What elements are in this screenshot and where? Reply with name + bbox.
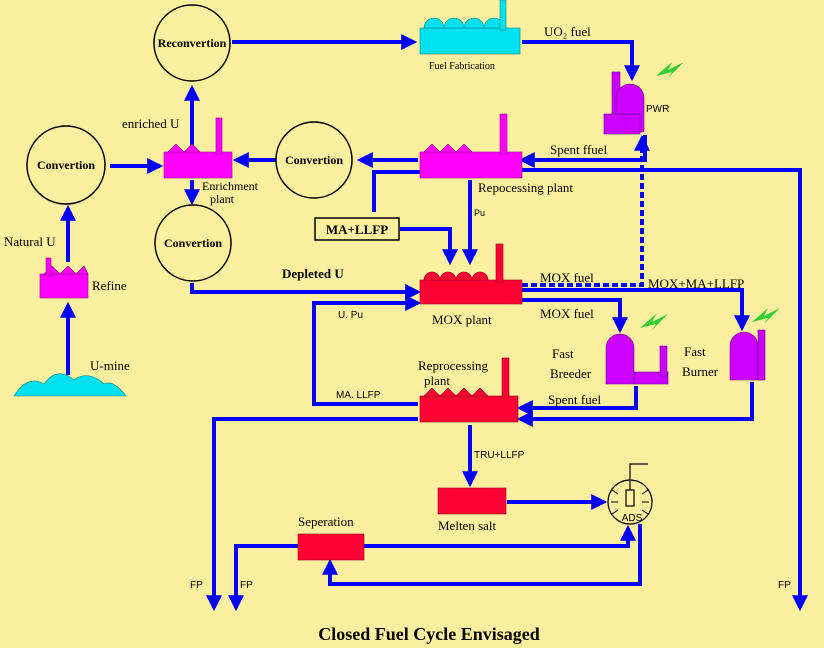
pu-label: Pu: [474, 208, 485, 218]
flow-fp-mid: [228, 544, 298, 612]
fp-label-3: FP: [778, 580, 791, 591]
flow-reprocessing-loop: [372, 170, 420, 212]
reconvertion-node: Reconvertion: [153, 4, 231, 82]
seperation-block: [297, 533, 365, 561]
fast-burner-icon: [729, 308, 780, 381]
convertion-left-label: Convertion: [37, 158, 95, 172]
enrichment-label-line2: plant: [210, 192, 235, 206]
ads-node: ADS: [607, 463, 653, 525]
uo2-fuel-label: UO₂ fuel: [544, 24, 591, 39]
seperation-label: Seperation: [298, 514, 354, 529]
convertion-low-node: Convertion: [154, 204, 232, 282]
melten-salt-block: [437, 487, 507, 515]
flow-fabrication-to-pwr: [522, 40, 640, 82]
refine-label: Refine: [92, 278, 127, 293]
flow-depleted-u: [190, 283, 422, 300]
mox-ma-llfp-label: MOX+MA+LLFP: [648, 276, 744, 291]
enriched-u-label: enriched U: [122, 116, 180, 131]
convertion-low-label: Convertion: [164, 236, 222, 250]
flow-ma-llfp-to-mox: [400, 227, 458, 266]
flow-u-pu: [312, 295, 422, 406]
natural-u-label: Natural U: [4, 234, 56, 249]
fast-burner-label-line2: Burner: [682, 364, 719, 379]
ma-llfp-line-label: MA. LLFP: [336, 390, 381, 401]
reprocessing-low-icon: [419, 357, 519, 423]
depleted-u-label: Depleted U: [282, 266, 344, 281]
pwr-label: PWR: [646, 104, 669, 115]
spent-fuel-low-label: Spent fuel: [548, 392, 601, 407]
flow-lines: [60, 34, 808, 612]
mox-fuel-label-2: MOX fuel: [540, 306, 594, 321]
reprocessing-top-icon: [419, 113, 523, 179]
flow-mox-to-burner: [522, 288, 750, 332]
fast-burner-label-line1: Fast: [684, 344, 706, 359]
pwr-reactor-icon: [603, 62, 684, 135]
fast-breeder-icon: [605, 314, 669, 385]
flow-mox-to-breeder: [522, 298, 628, 334]
convertion-mid-node: Convertion: [275, 121, 353, 199]
enrichment-plant-icon: [163, 117, 233, 179]
melten-salt-label: Melten salt: [438, 518, 497, 533]
u-pu-label: U. Pu: [338, 310, 363, 321]
reprocessing-low-label-line2: plant: [424, 373, 450, 388]
flow-breeder-to-reprocessing: [516, 386, 638, 416]
flow-fp-right: [522, 168, 808, 612]
reprocessing-top-label: Repocessing plant: [478, 180, 573, 195]
u-mine-label: U-mine: [90, 358, 130, 373]
lightning-icon: [752, 308, 780, 324]
lightning-icon: [656, 62, 684, 78]
fast-breeder-label-line1: Fast: [552, 346, 574, 361]
ma-llfp-box: MA+LLFP: [314, 217, 400, 241]
flow-burner-to-reprocessing: [516, 382, 754, 427]
flow-ads-to-seperation: [322, 524, 642, 586]
reconvertion-label: Reconvertion: [158, 36, 227, 50]
mox-plant-icon: [419, 243, 523, 305]
fp-label-2: FP: [240, 580, 253, 591]
enrichment-label-line1: Enrichment: [202, 179, 259, 193]
refine-icon: [39, 257, 89, 299]
spent-ffuel-label: Spent ffuel: [550, 142, 608, 157]
reprocessing-low-label-line1: Reprocessing: [418, 358, 489, 373]
diagram-title: Closed Fuel Cycle Envisaged: [318, 624, 540, 644]
flow-seperation-to-ads: [364, 524, 636, 548]
u-mine-icon: [13, 373, 127, 397]
lightning-icon: [640, 314, 668, 330]
fast-breeder-label-line2: Breeder: [550, 366, 592, 381]
fuel-fabrication-icon: [419, 0, 521, 55]
convertion-mid-label: Convertion: [285, 153, 343, 167]
ads-beam-icon: [629, 463, 648, 490]
flow-fp-left: [206, 417, 418, 612]
ads-rays-icon: [611, 489, 649, 515]
tru-llfp-label: TRU+LLFP: [474, 450, 525, 461]
convertion-left-node: Convertion: [26, 125, 106, 205]
ma-llfp-label: MA+LLFP: [326, 222, 388, 237]
mox-plant-label: MOX plant: [432, 312, 492, 327]
flow-mox-to-pwr-dashed: [522, 134, 650, 287]
ads-label: ADS: [622, 513, 643, 524]
fuel-fabrication-label: Fuel Fabrication: [429, 61, 495, 72]
mox-fuel-label-1: MOX fuel: [540, 270, 594, 285]
fp-label-1: FP: [190, 580, 203, 591]
